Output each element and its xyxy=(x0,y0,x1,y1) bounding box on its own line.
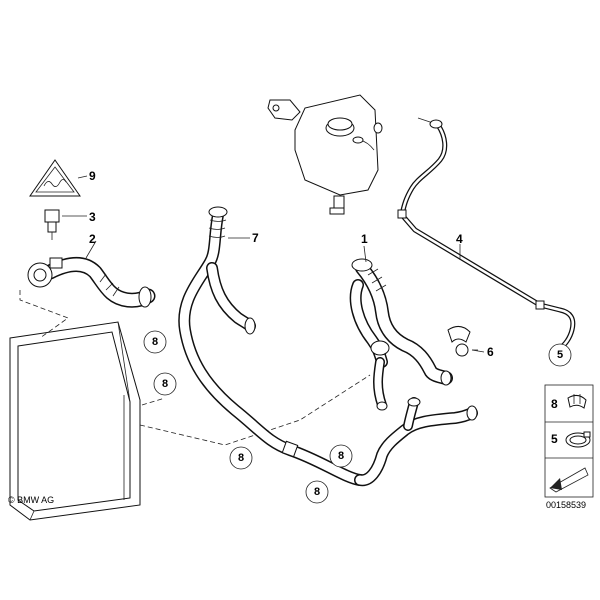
callout-1: 1 xyxy=(361,232,368,246)
legend-item-5: 5 xyxy=(551,432,558,446)
callout-5-circle: 5 xyxy=(548,343,572,367)
callout-3: 3 xyxy=(89,210,96,224)
copyright-text: © BMW AG xyxy=(8,495,54,505)
expansion-tank[interactable] xyxy=(267,94,383,215)
callout-2: 2 xyxy=(89,232,96,246)
callout-8-circle-e: 8 xyxy=(305,480,329,504)
radiator-hose-upper[interactable] xyxy=(27,257,156,308)
callout-8-circle-d: 8 xyxy=(329,444,353,468)
callout-8a: 8 xyxy=(152,336,158,348)
hose-clamp-icon xyxy=(565,431,591,448)
callout-9: 9 xyxy=(89,169,96,183)
diagram-id: 00158539 xyxy=(546,500,586,510)
radiator-hose-return[interactable] xyxy=(349,258,453,411)
spring-clamp-icon xyxy=(567,394,587,409)
coolant-hose-center[interactable] xyxy=(178,206,366,486)
coolant-hose-lower-right[interactable] xyxy=(354,397,478,487)
callout-8d: 8 xyxy=(338,450,344,462)
leader-lines xyxy=(62,175,485,353)
circled-callouts: 8 8 8 8 8 5 xyxy=(143,330,572,504)
vent-line[interactable] xyxy=(397,117,576,351)
dashed-leaders xyxy=(19,290,371,446)
callout-6: 6 xyxy=(487,345,494,359)
callout-8-circle-a: 8 xyxy=(143,330,167,354)
callout-labels: 1 2 3 4 6 7 9 xyxy=(89,169,494,359)
direction-arrow-icon xyxy=(549,467,589,493)
callout-8-circle-b: 8 xyxy=(153,372,177,396)
warning-label-icon xyxy=(29,159,81,197)
callout-8e: 8 xyxy=(314,486,320,498)
radiator xyxy=(9,321,141,521)
hose-clip[interactable] xyxy=(447,326,478,357)
temperature-sensor[interactable] xyxy=(44,209,60,240)
legend-item-8: 8 xyxy=(551,397,558,411)
callout-8-circle-c: 8 xyxy=(229,446,253,470)
callout-8c: 8 xyxy=(238,452,244,464)
callout-5: 5 xyxy=(557,349,563,361)
callout-4: 4 xyxy=(456,232,463,246)
callout-7: 7 xyxy=(252,231,259,245)
callout-8b: 8 xyxy=(162,378,168,390)
legend-panel: 8 5 xyxy=(544,384,594,498)
